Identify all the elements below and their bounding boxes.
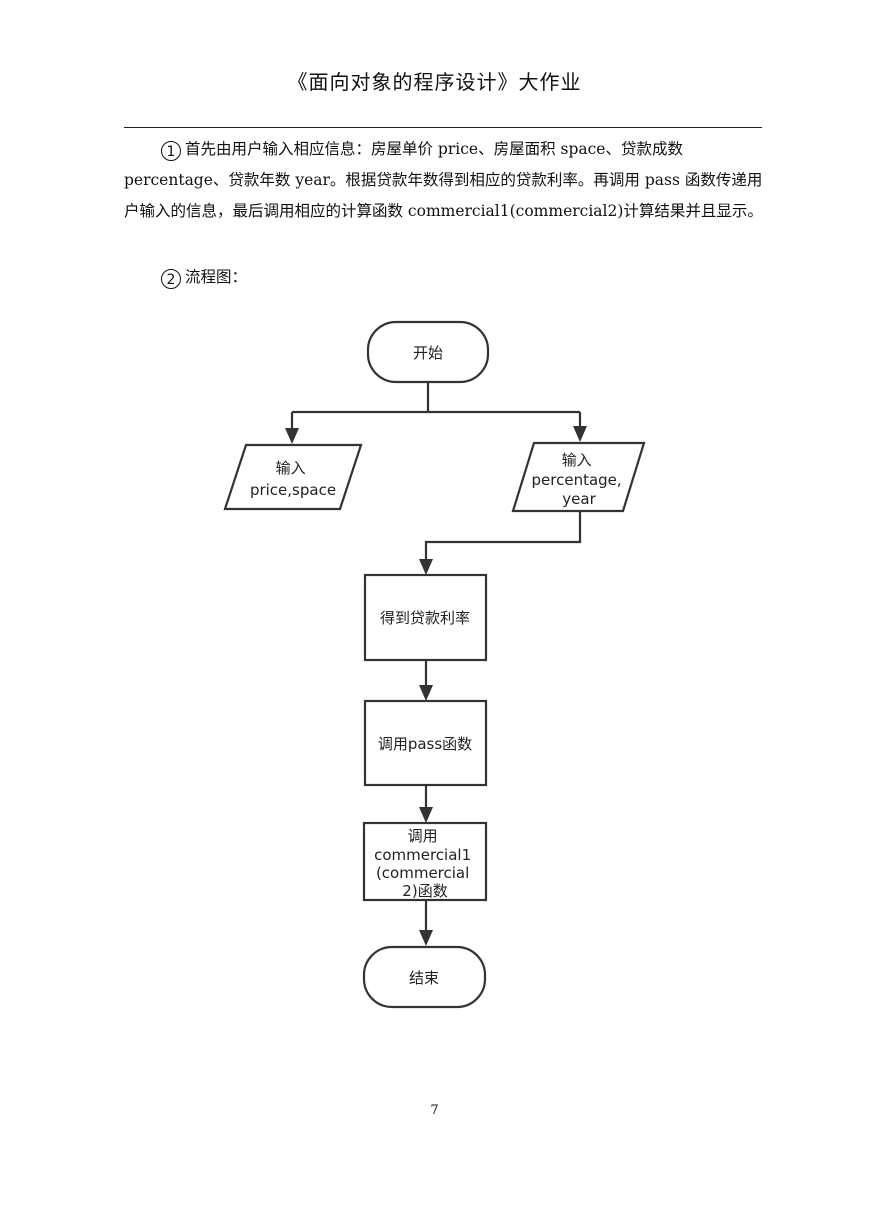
arrowhead-to-input-left — [285, 428, 299, 444]
arrowhead-to-input-right — [573, 426, 587, 442]
node-call-commercial-line-3: (commercial — [376, 864, 469, 882]
node-input-left-line-2: price,space — [250, 481, 336, 499]
node-end-label: 结束 — [409, 969, 439, 987]
node-get-rate — [363, 573, 488, 662]
node-input-left-line-1: 输入 — [276, 459, 306, 477]
arrowhead-to-commercial — [419, 807, 433, 823]
circled-number-1: 1 — [161, 141, 181, 161]
svg-text:调用 commercial1 (commer: 调用 commercial1 (commercial 2)函数 — [374, 827, 476, 900]
node-input-right — [511, 441, 646, 513]
node-input-right-line-2: percentage, — [532, 471, 622, 489]
paragraph-step-1-text: 首先由用户输入相应信息：房屋单价 price、房屋面积 space、贷款成数 p… — [124, 140, 763, 220]
edge-start-split — [290, 382, 582, 432]
node-end — [362, 945, 487, 1009]
node-input-right-line-3: year — [562, 490, 596, 508]
node-call-commercial-line-2: commercial1 — [374, 846, 471, 864]
header-rule — [124, 127, 762, 128]
edge-input-to-rate — [424, 511, 582, 562]
page-number: 7 — [430, 1103, 439, 1118]
node-call-commercial-line-1: 调用 — [408, 827, 438, 845]
page-header-title: 《面向对象的程序设计》大作业 — [287, 70, 582, 94]
arrowhead-to-rate — [419, 559, 433, 575]
circled-number-2: 2 — [161, 269, 181, 289]
node-input-left — [223, 443, 363, 511]
svg-text:输入 price,space: 输入 price,space — [250, 459, 336, 499]
node-call-pass-label: 调用pass函数 — [378, 735, 472, 753]
node-get-rate-label: 得到贷款利率 — [380, 609, 470, 627]
paragraph-step-2-text: 流程图： — [185, 268, 248, 286]
arrowhead-to-end — [419, 930, 433, 946]
node-start-label: 开始 — [413, 344, 443, 362]
node-call-commercial-line-4: 2)函数 — [402, 882, 447, 900]
node-call-commercial — [362, 821, 488, 902]
node-call-pass — [363, 699, 488, 787]
node-start — [366, 320, 490, 384]
arrowhead-to-pass — [419, 685, 433, 701]
node-input-right-line-1: 输入 — [562, 451, 592, 469]
svg-text:输入 percentage, year: 输入 percentage, year — [532, 451, 627, 508]
